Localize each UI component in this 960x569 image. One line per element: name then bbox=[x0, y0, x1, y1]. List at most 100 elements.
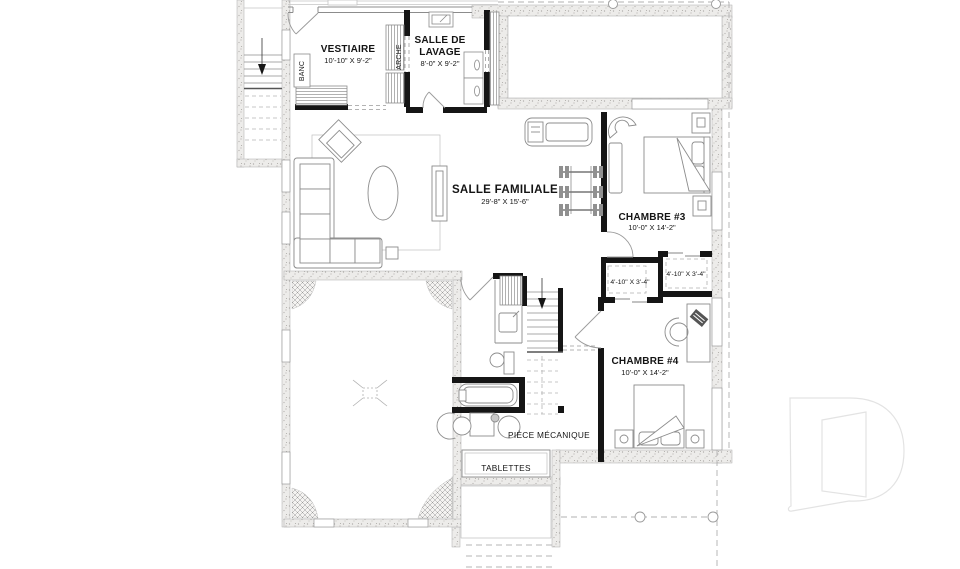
laundry-cabinet-1 bbox=[463, 51, 484, 79]
window-vestiaire-west bbox=[281, 29, 291, 61]
logo-outer-d bbox=[787, 397, 905, 512]
closet4-rod bbox=[607, 265, 647, 294]
tub-faucet bbox=[458, 389, 467, 402]
door-vestiaire-entry bbox=[287, 12, 319, 35]
armchair bbox=[318, 119, 362, 163]
shelving-arch-top bbox=[385, 24, 405, 71]
weight-rack bbox=[559, 166, 603, 216]
door-mecanique bbox=[460, 276, 494, 301]
pillow bbox=[691, 141, 705, 165]
porch-post-icon bbox=[707, 511, 719, 523]
chambre3-furniture bbox=[608, 112, 712, 217]
dresser bbox=[608, 142, 623, 194]
corner-hatch bbox=[425, 280, 453, 310]
label-lavage-1: SALLE DE bbox=[414, 35, 465, 46]
tv-unit bbox=[431, 165, 448, 222]
faucet-icon bbox=[512, 310, 520, 318]
nightstand bbox=[692, 195, 712, 217]
bathtub bbox=[458, 383, 518, 407]
exterior-stairwell bbox=[244, 38, 282, 141]
water-heater bbox=[497, 415, 521, 439]
sectional-sofa bbox=[293, 157, 383, 269]
wall-topright-west bbox=[497, 15, 509, 109]
laptop-icon bbox=[689, 309, 709, 327]
wall-storage-south bbox=[283, 518, 463, 528]
interior-staircase bbox=[499, 275, 563, 415]
blanket-fold bbox=[676, 137, 711, 192]
bench bbox=[295, 85, 348, 106]
wall-storage-north bbox=[283, 270, 463, 281]
logo-inner-door bbox=[821, 411, 867, 498]
fan-chair bbox=[608, 116, 637, 139]
shelving-arch-bottom bbox=[385, 72, 405, 104]
door-chambre4 bbox=[574, 310, 602, 349]
wall-mech-south bbox=[451, 476, 561, 486]
tablettes-shelving bbox=[461, 449, 551, 478]
wall-bump-east bbox=[551, 449, 561, 548]
family-room-furniture bbox=[293, 117, 603, 269]
stair-treads-exterior-dashed bbox=[245, 95, 281, 141]
storage-room bbox=[291, 280, 453, 519]
label-chambre4: CHAMBRE #4 bbox=[611, 356, 678, 367]
water-softener bbox=[489, 352, 505, 368]
utility-sink bbox=[498, 312, 518, 333]
cased-openings bbox=[348, 36, 598, 351]
stair-arrow-icon bbox=[538, 298, 546, 309]
porch-post-icon bbox=[608, 0, 618, 9]
wall-south-east bbox=[555, 449, 733, 464]
label-tablettes: TABLETTES bbox=[481, 463, 531, 473]
dims-chambre4: 10'-0" X 14'-2" bbox=[621, 368, 669, 377]
dims-closet3: 4'-10" X 3'-4" bbox=[666, 271, 706, 278]
deck-edge-lines bbox=[244, 0, 498, 9]
pipe-stack bbox=[490, 413, 500, 423]
dims-closet4: 4'-10" X 3'-4" bbox=[610, 279, 650, 286]
utility-closet bbox=[494, 280, 523, 344]
porch-post-icon bbox=[711, 0, 721, 9]
wall-storage-east bbox=[452, 279, 462, 528]
wall-stairwell-left bbox=[236, 0, 245, 168]
window-storage-south-1 bbox=[313, 518, 335, 528]
nightstand bbox=[614, 429, 634, 449]
bed-chambre4 bbox=[633, 384, 685, 449]
label-lavage-2: LAVAGE bbox=[419, 47, 461, 58]
label-salle-familiale: SALLE FAMILIALE bbox=[452, 184, 558, 196]
porch-post-icon bbox=[634, 511, 646, 523]
nightstand bbox=[685, 429, 705, 449]
window-familiale-west-2 bbox=[281, 211, 291, 245]
interior-walls bbox=[295, 10, 712, 462]
label-banc: BANC bbox=[299, 61, 306, 81]
side-table bbox=[385, 246, 399, 260]
label-vestiaire: VESTIAIRE bbox=[321, 44, 376, 55]
desk-chair-back bbox=[664, 317, 680, 347]
faucet-icon bbox=[439, 14, 448, 23]
wall-stairwell-bottom bbox=[236, 158, 288, 168]
laundry-sink-basin bbox=[431, 14, 451, 25]
laundry-fixtures bbox=[428, 11, 500, 106]
bump-out-room bbox=[460, 485, 552, 568]
door-chambre3 bbox=[606, 231, 634, 258]
vestiaire-fixtures bbox=[293, 24, 405, 106]
closet-bifold-doors bbox=[615, 252, 700, 303]
stair-under-dashed bbox=[527, 356, 558, 415]
wall-west bbox=[281, 0, 291, 528]
wall-topright-east bbox=[721, 15, 733, 109]
dims-salle-familiale: 29'-8" X 15'-6" bbox=[481, 197, 529, 206]
window-chambre4-east bbox=[711, 387, 723, 451]
label-chambre3: CHAMBRE #3 bbox=[618, 212, 685, 223]
cabinet-handle bbox=[474, 59, 480, 71]
label-arche: ARCHE bbox=[396, 44, 403, 70]
utility-panel bbox=[503, 351, 515, 375]
window-chambre3-east bbox=[711, 171, 723, 231]
blanket-fold bbox=[636, 415, 685, 447]
porch-posts bbox=[608, 0, 721, 523]
chambre4-furniture bbox=[614, 303, 711, 449]
mechanical-room-fixtures bbox=[436, 280, 523, 440]
dims-vestiaire: 10'-10" X 9'-2" bbox=[324, 56, 372, 65]
column-footing-symbol bbox=[352, 379, 388, 407]
corner-hatch bbox=[291, 280, 317, 310]
window-hall-east bbox=[711, 297, 723, 347]
topright-room bbox=[507, 15, 723, 99]
door-salle-de-lavage bbox=[422, 91, 446, 109]
